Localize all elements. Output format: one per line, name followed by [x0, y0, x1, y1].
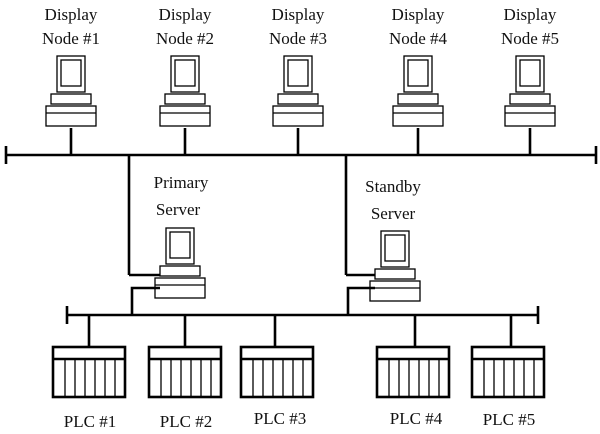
plc-4: PLC #4 — [375, 345, 451, 428]
computer-icon — [272, 55, 324, 127]
display-node-3-number: Node #3 — [269, 29, 327, 48]
primary-server-title: Primary — [154, 173, 209, 192]
plc-1: PLC #1 — [51, 345, 127, 431]
display-node-1-number: Node #1 — [42, 29, 100, 48]
primary-server: Primary Server — [154, 173, 209, 299]
plc-rack-icon — [239, 345, 315, 399]
display-node-5-number: Node #5 — [501, 29, 559, 48]
plc-5: PLC #5 — [470, 345, 546, 429]
lower-network-bus — [65, 286, 540, 347]
plc-1-label: PLC #1 — [64, 412, 116, 431]
display-node-1-title: Display — [45, 5, 98, 24]
computer-icon — [504, 55, 556, 127]
display-node-2: Display Node #2 — [156, 5, 214, 127]
primary-server-subtitle: Server — [156, 200, 201, 219]
plc-4-label: PLC #4 — [390, 409, 443, 428]
plc-rack-icon — [470, 345, 546, 399]
plc-rack-icon — [375, 345, 451, 399]
display-node-5-title: Display — [504, 5, 557, 24]
upper-network-bus — [4, 128, 598, 277]
display-node-2-number: Node #2 — [156, 29, 214, 48]
plc-3-label: PLC #3 — [254, 409, 306, 428]
display-node-4-number: Node #4 — [389, 29, 448, 48]
display-node-2-title: Display — [159, 5, 212, 24]
plc-2: PLC #2 — [147, 345, 223, 431]
computer-icon — [392, 55, 444, 127]
plc-rack-icon — [51, 345, 127, 399]
computer-icon — [154, 227, 206, 299]
display-node-4: Display Node #4 — [389, 5, 448, 127]
computer-icon — [159, 55, 211, 127]
display-node-1: Display Node #1 — [42, 5, 100, 127]
computer-icon — [369, 230, 421, 302]
plc-5-label: PLC #5 — [483, 410, 535, 429]
display-node-5: Display Node #5 — [501, 5, 559, 127]
standby-server-title: Standby — [365, 177, 421, 196]
plc-3: PLC #3 — [239, 345, 315, 428]
plc-rack-icon — [147, 345, 223, 399]
display-node-3-title: Display — [272, 5, 325, 24]
standby-server-subtitle: Server — [371, 204, 416, 223]
display-node-3: Display Node #3 — [269, 5, 327, 127]
computer-icon — [45, 55, 97, 127]
display-node-4-title: Display — [392, 5, 445, 24]
plc-2-label: PLC #2 — [160, 412, 212, 431]
standby-server: Standby Server — [365, 177, 421, 302]
